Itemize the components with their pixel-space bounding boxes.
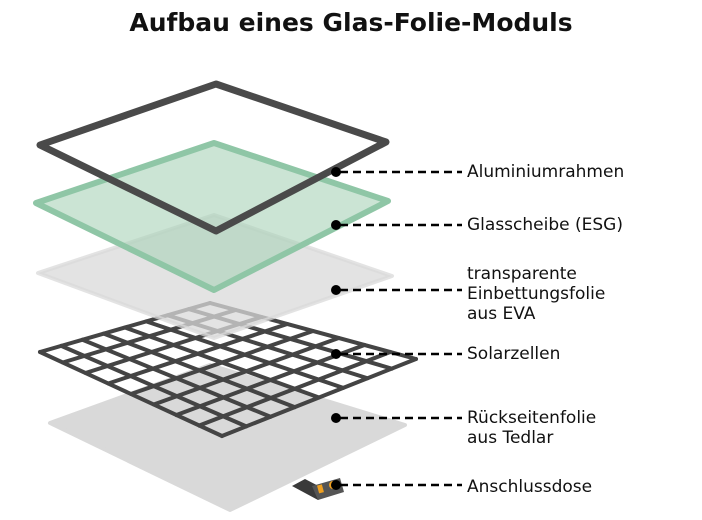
grid-line xyxy=(101,331,297,410)
label-eva-line: Einbettungsfolie xyxy=(467,284,606,304)
label-solarzellen: Solarzellen xyxy=(467,344,561,364)
label-rueckseitenfolie: Rückseitenfolie aus Tedlar xyxy=(467,408,596,448)
label-anschlussdose: Anschlussdose xyxy=(467,477,593,497)
aluminium-frame xyxy=(36,80,390,235)
grid-line xyxy=(151,336,341,407)
label-eva-line: transparente xyxy=(467,264,577,284)
leader-dot xyxy=(331,220,341,230)
diagram-title: Aufbau eines Glas-Folie-Moduls xyxy=(129,8,573,37)
label-eva: transparente Einbettungsfolie aus EVA xyxy=(467,264,605,324)
grid-line xyxy=(220,357,418,438)
grid-line xyxy=(59,343,249,429)
label-backsheet-line: Rückseitenfolie xyxy=(467,408,597,428)
grid-line xyxy=(38,350,224,438)
leader-dot xyxy=(331,349,341,359)
leader-lines xyxy=(331,167,462,490)
label-backsheet-line: aus Tedlar xyxy=(467,428,554,448)
leader-dot xyxy=(331,167,341,177)
backsheet-layer xyxy=(48,363,407,512)
glass-layer xyxy=(33,140,391,293)
label-eva-line: aus EVA xyxy=(467,304,536,324)
label-aluminiumrahmen: Aluminiumrahmen xyxy=(467,162,625,182)
leader-dot xyxy=(331,480,341,490)
leader-dot xyxy=(331,413,341,423)
grid-line xyxy=(80,337,273,419)
leader-dot xyxy=(331,285,341,295)
grid-line xyxy=(197,350,393,428)
label-glasscheibe: Glasscheibe (ESG) xyxy=(467,215,623,235)
grid-line xyxy=(123,325,321,400)
